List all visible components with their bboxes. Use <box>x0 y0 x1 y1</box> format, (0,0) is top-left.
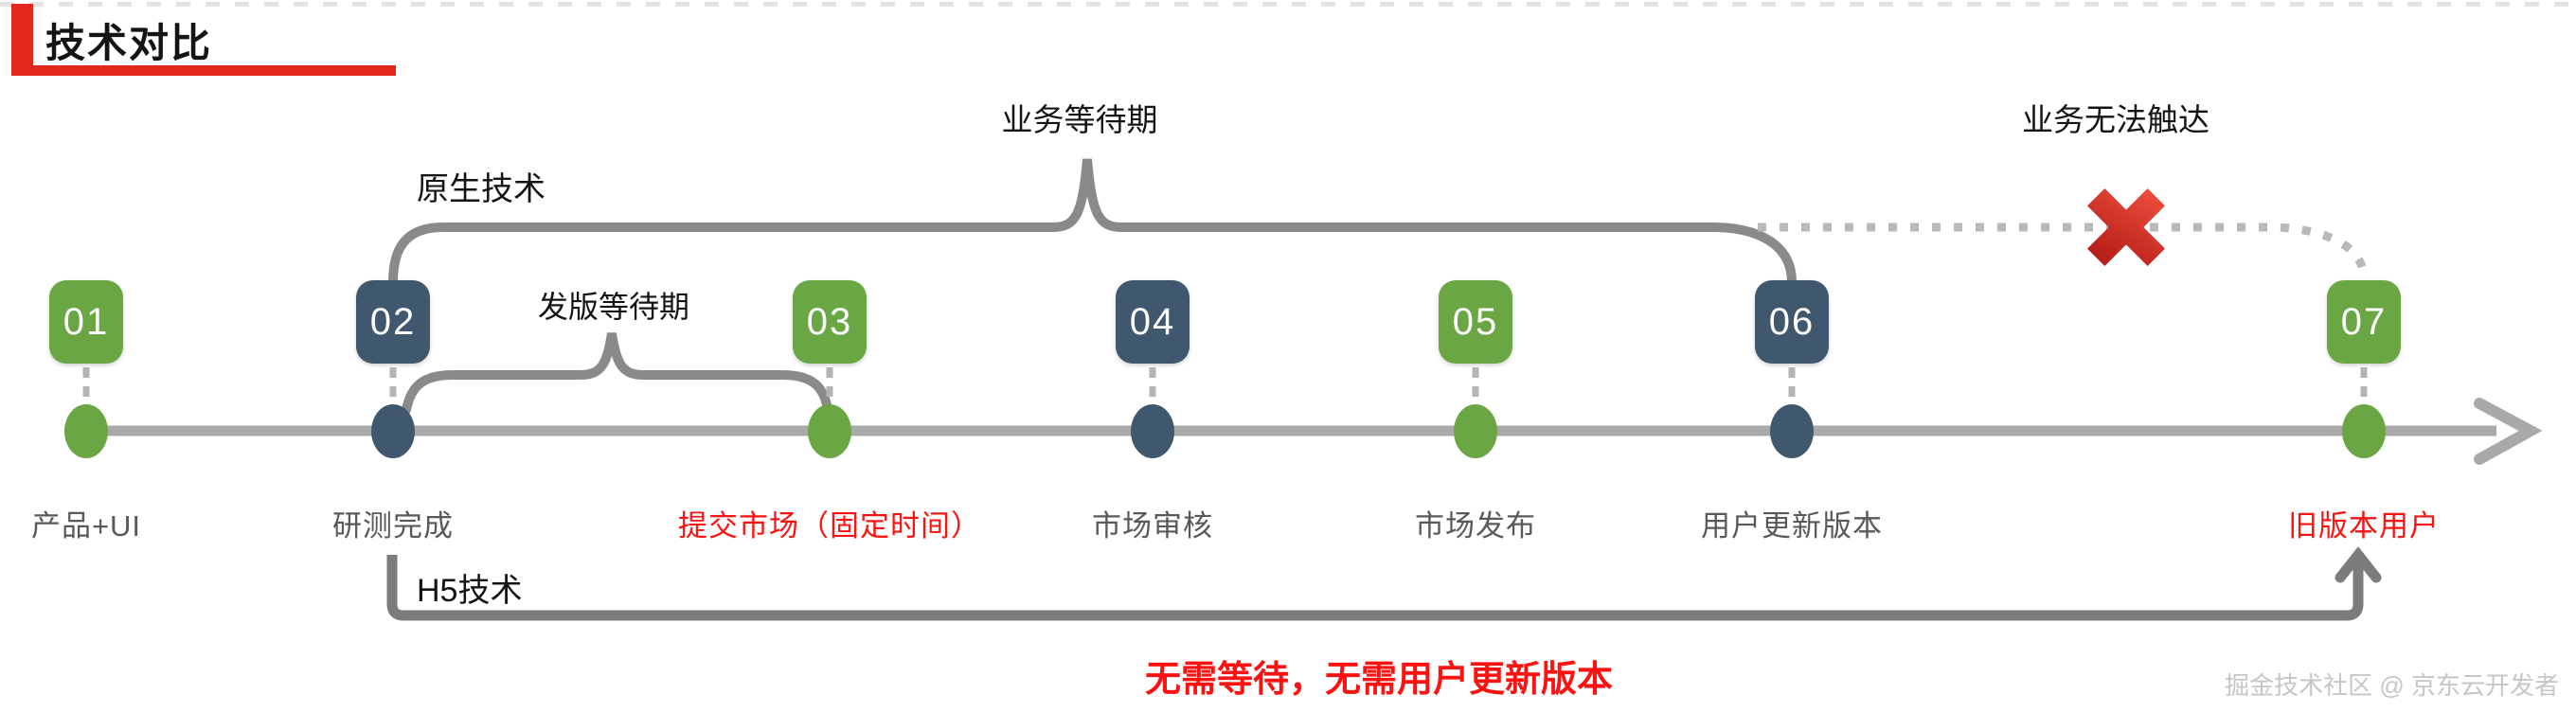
badge-dot-connector <box>82 367 90 405</box>
badge-dot-connector <box>826 367 833 405</box>
timeline-dot <box>2342 404 2386 458</box>
milestone-badge: 03 <box>793 280 867 364</box>
release-wait-label: 发版等待期 <box>537 290 690 324</box>
badge-dot-connector <box>1149 367 1156 405</box>
badge-dot-connector <box>1788 367 1796 405</box>
milestone-label: 旧版本用户 <box>2288 509 2440 543</box>
timeline-dot <box>371 404 415 458</box>
h5-tech-label: H5技术 <box>417 573 523 609</box>
milestone-badge: 06 <box>1755 280 1829 364</box>
timeline-arrowhead-icon <box>2474 398 2543 465</box>
page-title: 技术对比 <box>45 21 213 65</box>
milestone-label: 用户更新版本 <box>1701 509 1883 543</box>
release-wait-brace <box>402 332 832 415</box>
badge-dot-connector <box>389 367 397 405</box>
timeline-dot <box>1131 404 1174 458</box>
h5-arrowhead-icon <box>2334 546 2382 583</box>
watermark: 掘金技术社区 @ 京东云开发者 <box>2225 671 2559 700</box>
milestone-badge: 07 <box>2327 280 2401 364</box>
native-tech-path <box>388 158 1797 287</box>
h5-path <box>386 555 2364 621</box>
title-accent-bar <box>11 4 33 74</box>
unreachable-dotted-path <box>1758 222 2369 279</box>
milestone-badge: 05 <box>1439 280 1512 364</box>
milestone-label: 提交市场（固定时间） <box>678 509 981 543</box>
milestone-badge: 01 <box>49 280 123 364</box>
badge-dot-connector <box>2360 367 2368 405</box>
business-wait-label: 业务等待期 <box>1001 102 1158 137</box>
timeline-dot <box>1454 404 1497 458</box>
business-unreachable-label: 业务无法触达 <box>2022 102 2209 137</box>
milestone-badge: 02 <box>356 280 430 364</box>
bottom-note-label: 无需等待，无需用户更新版本 <box>1144 660 1614 700</box>
timeline-dot <box>64 404 108 458</box>
milestone-label: 市场发布 <box>1415 509 1536 543</box>
timeline-dot <box>808 404 851 458</box>
milestone-label: 产品+UI <box>30 509 142 543</box>
milestone-label: 研测完成 <box>332 509 454 543</box>
timeline-dot <box>1770 404 1814 458</box>
top-dotted-divider <box>0 2 2576 7</box>
native-tech-label: 原生技术 <box>417 171 546 207</box>
milestone-label: 市场审核 <box>1092 509 1213 543</box>
title-underline <box>11 65 396 76</box>
badge-dot-connector <box>1472 367 1479 405</box>
milestone-badge: 04 <box>1116 280 1190 364</box>
blocked-x-icon <box>2086 187 2166 267</box>
